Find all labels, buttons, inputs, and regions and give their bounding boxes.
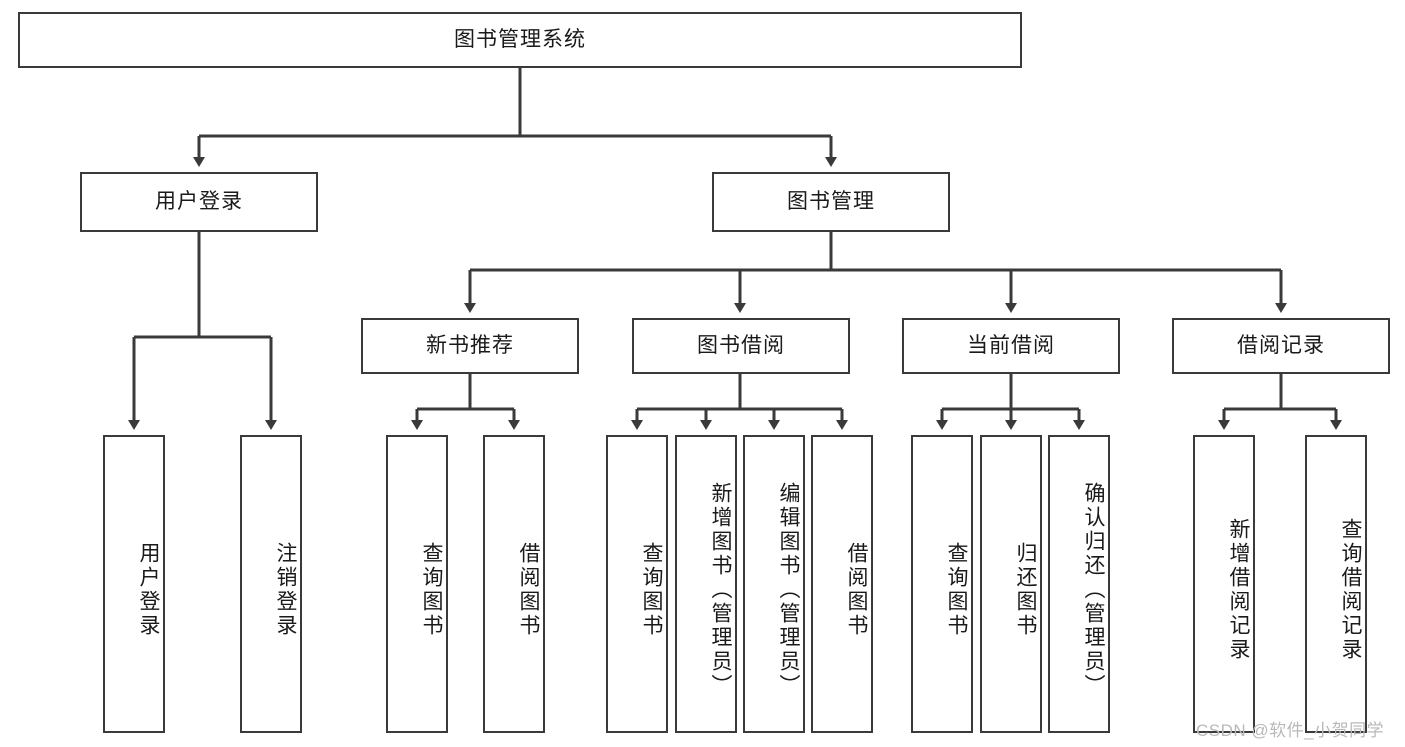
node-leaf-return-book[interactable]: 归还图书	[980, 435, 1042, 733]
node-leaf-user-login-label: 用户登录	[137, 542, 160, 638]
node-leaf-query-book-2-label: 查询图书	[640, 542, 663, 638]
node-leaf-confirm-return[interactable]: 确认归还（管理员）	[1048, 435, 1110, 733]
node-root[interactable]: 图书管理系统	[18, 12, 1022, 68]
node-leaf-borrow-book-1[interactable]: 借阅图书	[483, 435, 545, 733]
node-leaf-query-book-3-label: 查询图书	[945, 542, 968, 638]
node-leaf-user-logout[interactable]: 注销登录	[240, 435, 302, 733]
node-leaf-add-record-label: 新增借阅记录	[1227, 518, 1250, 662]
csdn-watermark: CSDN @软件_小贺同学	[1196, 721, 1385, 740]
node-leaf-return-book-label: 归还图书	[1014, 542, 1037, 638]
node-book-borrow[interactable]: 图书借阅	[632, 318, 850, 374]
node-leaf-query-book-3[interactable]: 查询图书	[911, 435, 973, 733]
node-leaf-edit-book[interactable]: 编辑图书（管理员）	[743, 435, 805, 733]
node-borrow-record[interactable]: 借阅记录	[1172, 318, 1390, 374]
node-leaf-query-record-label: 查询借阅记录	[1339, 518, 1362, 662]
node-new-book-rec[interactable]: 新书推荐	[361, 318, 579, 374]
node-leaf-add-book[interactable]: 新增图书（管理员）	[675, 435, 737, 733]
node-user-login-label: 用户登录	[155, 190, 243, 214]
node-leaf-query-record[interactable]: 查询借阅记录	[1305, 435, 1367, 733]
node-leaf-confirm-return-label: 确认归还（管理员）	[1082, 482, 1105, 698]
node-current-borrow[interactable]: 当前借阅	[902, 318, 1120, 374]
node-leaf-edit-book-label: 编辑图书（管理员）	[777, 482, 800, 698]
node-leaf-query-book-2[interactable]: 查询图书	[606, 435, 668, 733]
node-book-manage[interactable]: 图书管理	[712, 172, 950, 232]
node-leaf-borrow-book-2-label: 借阅图书	[845, 542, 868, 638]
node-leaf-add-book-label: 新增图书（管理员）	[709, 482, 732, 698]
node-borrow-record-label: 借阅记录	[1237, 334, 1325, 358]
node-leaf-add-record[interactable]: 新增借阅记录	[1193, 435, 1255, 733]
node-leaf-borrow-book-2[interactable]: 借阅图书	[811, 435, 873, 733]
node-leaf-user-login[interactable]: 用户登录	[103, 435, 165, 733]
node-leaf-query-book-1[interactable]: 查询图书	[386, 435, 448, 733]
node-current-borrow-label: 当前借阅	[967, 334, 1055, 358]
node-new-book-rec-label: 新书推荐	[426, 334, 514, 358]
node-book-borrow-label: 图书借阅	[697, 334, 785, 358]
node-leaf-query-book-1-label: 查询图书	[420, 542, 443, 638]
node-book-manage-label: 图书管理	[787, 190, 875, 214]
node-user-login[interactable]: 用户登录	[80, 172, 318, 232]
node-root-label: 图书管理系统	[454, 28, 586, 52]
node-leaf-borrow-book-1-label: 借阅图书	[517, 542, 540, 638]
node-leaf-user-logout-label: 注销登录	[274, 542, 297, 638]
